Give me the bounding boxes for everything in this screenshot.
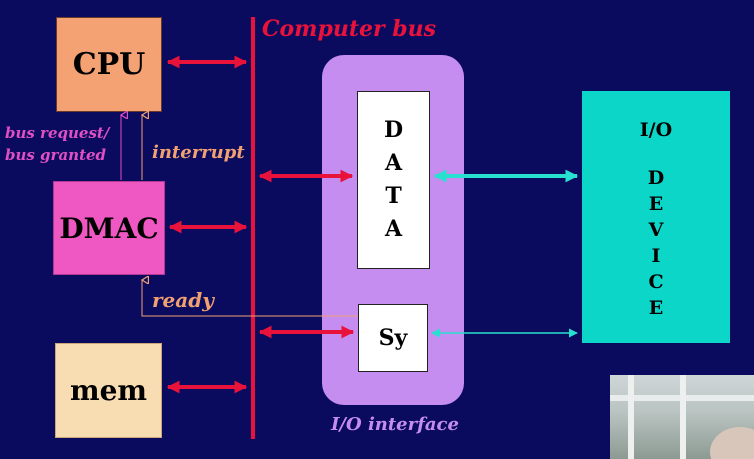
io-interface-label: I/O interface [331,414,459,435]
device-letter: E [648,297,664,319]
device-letter: I [651,245,661,267]
ready-label: ready [152,288,214,312]
data-letter: T [385,183,402,209]
sync-register: Sy [358,304,428,372]
data-letter: D [383,117,404,143]
ready-line [142,280,358,317]
presenter-webcam [610,375,754,459]
bus-request-line1: bus request/ [5,124,110,142]
presenter-head [710,427,754,459]
cpu-label: CPU [72,47,146,82]
device-letter: V [648,219,664,241]
memory-block: mem [55,343,162,438]
computer-bus-label: Computer bus [262,16,437,42]
device-letter: D [647,167,665,189]
device-letter: E [648,193,664,215]
dmac-block: DMAC [53,181,165,275]
interrupt-label: interrupt [152,142,245,163]
io-device-title: I/O [639,119,673,141]
data-letter: A [384,216,403,242]
data-letter: A [384,150,403,176]
sync-label: Sy [378,325,408,351]
memory-label: mem [69,374,148,407]
computer-bus-line [251,17,255,439]
bus-request-line2: bus granted [5,146,107,164]
data-register: D A T A [357,91,430,269]
bus-request-label: bus request/ bus granted [5,122,109,166]
dmac-label: DMAC [59,211,159,245]
cpu-block: CPU [56,17,162,112]
io-device-block: I/O D E V I C E [582,91,730,343]
device-letter: C [648,271,664,293]
